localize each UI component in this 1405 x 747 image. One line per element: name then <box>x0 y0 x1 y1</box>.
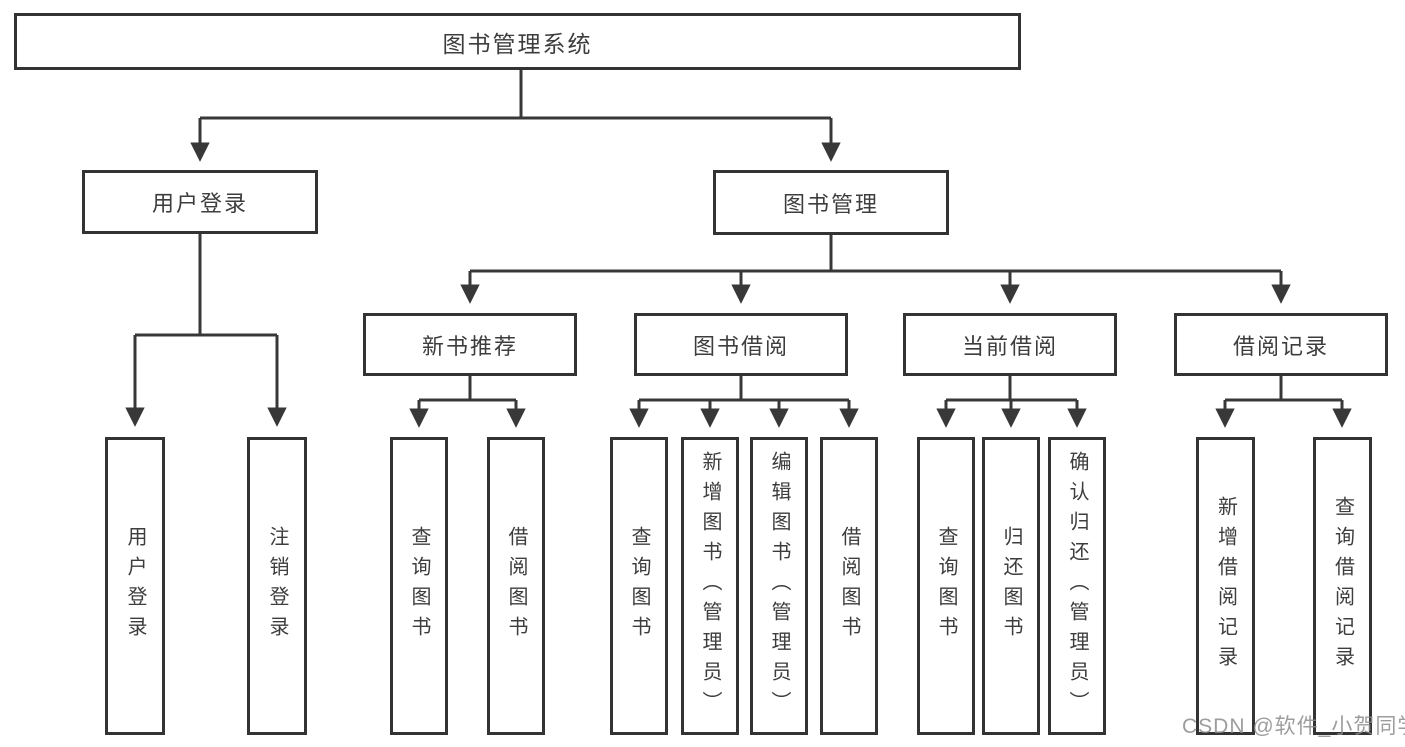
leaf-query-books-borrow-label: 查询图书 <box>628 526 650 646</box>
leaf-query-borrow-record-label: 查询借阅记录 <box>1331 496 1354 676</box>
node-new-book-recommend-label: 新书推荐 <box>421 333 518 359</box>
leaf-query-books-current: 查询图书 <box>917 437 975 735</box>
node-book-management: 图书管理 <box>713 170 949 235</box>
node-borrow-records: 借阅记录 <box>1174 313 1388 376</box>
leaf-logout-label: 注销登录 <box>266 526 288 646</box>
leaf-add-books-admin-label: 新增图书（管理员） <box>699 451 721 721</box>
node-book-management-label: 图书管理 <box>782 191 879 217</box>
leaf-query-books-recommend-label: 查询图书 <box>408 526 430 646</box>
leaf-query-books-borrow: 查询图书 <box>610 437 668 735</box>
leaf-edit-books-admin: 编辑图书（管理员） <box>750 437 808 735</box>
leaf-confirm-return-admin-label: 确认归还（管理员） <box>1066 451 1088 721</box>
node-borrow-records-label: 借阅记录 <box>1232 333 1329 359</box>
node-book-borrow: 图书借阅 <box>634 313 848 376</box>
leaf-query-borrow-record: 查询借阅记录 <box>1313 437 1372 735</box>
leaf-user-login-label: 用户登录 <box>124 526 146 646</box>
node-current-borrow-label: 当前借阅 <box>961 333 1058 359</box>
leaf-user-login: 用户登录 <box>105 437 165 735</box>
leaf-return-books-label: 归还图书 <box>1000 526 1022 646</box>
leaf-borrow-books: 借阅图书 <box>820 437 878 735</box>
leaf-logout: 注销登录 <box>247 437 307 735</box>
node-current-borrow: 当前借阅 <box>903 313 1117 376</box>
leaf-query-books-current-label: 查询图书 <box>935 526 957 646</box>
leaf-confirm-return-admin: 确认归还（管理员） <box>1048 437 1106 735</box>
node-new-book-recommend: 新书推荐 <box>363 313 577 376</box>
leaf-borrow-books-recommend-label: 借阅图书 <box>505 526 527 646</box>
node-root-system: 图书管理系统 <box>14 13 1021 70</box>
node-root-system-label: 图书管理系统 <box>442 30 593 57</box>
leaf-add-books-admin: 新增图书（管理员） <box>681 437 739 735</box>
leaf-edit-books-admin-label: 编辑图书（管理员） <box>768 451 790 721</box>
leaf-query-books-recommend: 查询图书 <box>390 437 448 735</box>
node-user-login-label: 用户登录 <box>151 191 248 216</box>
leaf-borrow-books-recommend: 借阅图书 <box>487 437 545 735</box>
leaf-add-borrow-record-label: 新增借阅记录 <box>1214 496 1237 676</box>
leaf-borrow-books-label: 借阅图书 <box>838 526 860 646</box>
leaf-return-books: 归还图书 <box>982 437 1040 735</box>
node-user-login: 用户登录 <box>82 170 318 234</box>
leaf-add-borrow-record: 新增借阅记录 <box>1196 437 1255 735</box>
node-book-borrow-label: 图书借阅 <box>692 333 789 359</box>
csdn-watermark: CSDN @软件_小贺同学 <box>1182 715 1405 738</box>
